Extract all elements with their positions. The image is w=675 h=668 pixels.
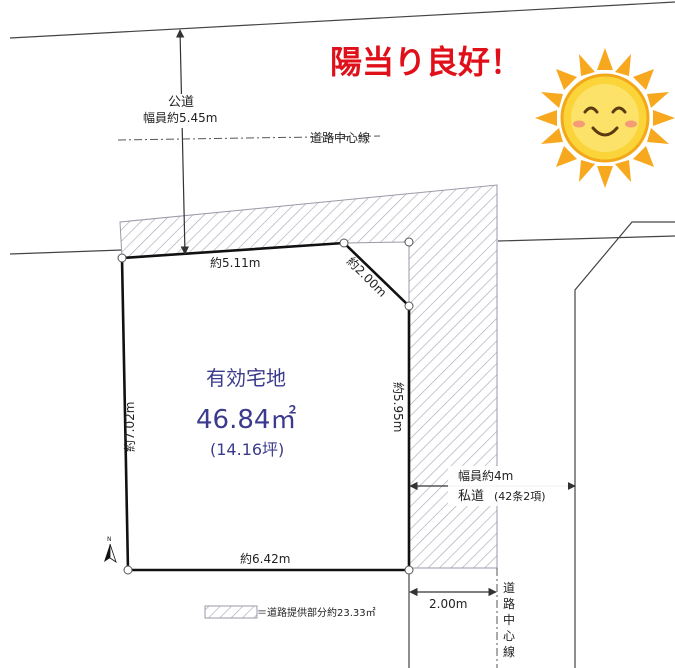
public-road-width: 幅員約5.45m <box>143 110 217 125</box>
svg-text:中: 中 <box>503 612 515 627</box>
svg-text:道: 道 <box>503 581 515 595</box>
public-road-south-edge <box>9 249 123 255</box>
private-road-east-edge <box>574 221 675 668</box>
center-line-vertical-label: 道 路 中 心 線 <box>503 581 515 659</box>
dim-right: 約5.95m <box>391 382 406 432</box>
private-road-name: 私道 <box>458 489 484 504</box>
lot-area: 46.84㎡ <box>196 405 296 435</box>
public-road-width-arrow <box>175 29 190 255</box>
private-road-width: 幅員約4m <box>458 468 513 483</box>
lot-corners <box>117 237 414 575</box>
public-road-north-edge <box>9 1 675 39</box>
north-arrow-icon: N <box>104 536 117 563</box>
public-road-name: 公道 <box>168 95 194 110</box>
dim-top: 約5.11m <box>210 255 260 270</box>
road-center-line-label: 道路中心線 <box>310 130 370 145</box>
legend-text: ＝道路提供部分約23.33㎡ <box>257 606 376 619</box>
public-road-south-edge-right <box>497 235 675 242</box>
lot-title: 有効宅地 <box>206 366 286 390</box>
setback-width: 2.00m <box>429 597 467 611</box>
sun-icon <box>535 48 675 188</box>
road-center-line <box>117 135 381 141</box>
svg-text:路: 路 <box>503 596 515 611</box>
dim-left: 約7.02m <box>122 402 137 452</box>
lot-tsubo: (14.16坪) <box>210 440 284 459</box>
private-road-article: (42条2項) <box>494 489 546 503</box>
svg-text:N: N <box>107 536 112 543</box>
legend-swatch <box>204 605 258 619</box>
headline: 陽当り良好！ <box>330 43 522 81</box>
svg-text:心: 心 <box>503 629 515 643</box>
dim-bottom: 約6.42m <box>240 551 290 566</box>
svg-text:線: 線 <box>503 644 515 659</box>
lot-outline <box>120 241 411 572</box>
